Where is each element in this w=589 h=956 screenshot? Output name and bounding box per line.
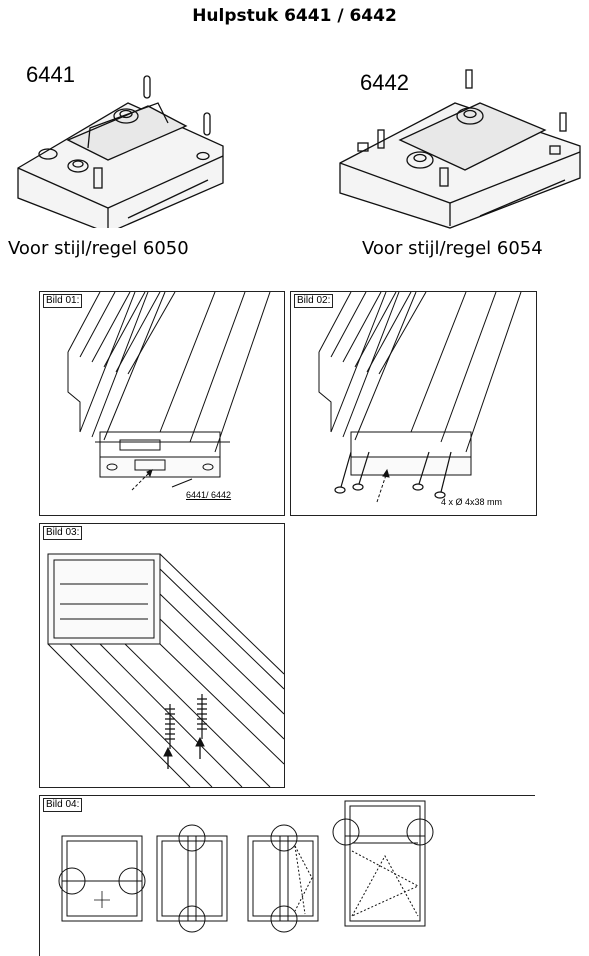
bild-01-note: 6441/ 6442: [186, 490, 232, 500]
part-6442-label: 6442: [360, 70, 409, 95]
bild-01-drawing: [67, 292, 271, 491]
part-6441-drawing: [17, 75, 224, 228]
bild-03-panel: Bild 03:: [39, 523, 285, 788]
bild-04-drawing: [58, 800, 434, 933]
bild-03-drawing: [47, 553, 284, 787]
part-6441-label: 6441: [26, 62, 75, 87]
bild-03-tag: Bild 03:: [43, 526, 83, 540]
page-title: Hulpstuk 6441 / 6442: [192, 6, 397, 26]
part-6442-drawing: [339, 69, 581, 229]
bild-04-tag: Bild 04:: [43, 798, 83, 812]
part-6442-caption: Voor stijl/regel 6054: [362, 238, 543, 259]
bild-02-drawing: [318, 292, 522, 503]
bild-01-panel: Bild 01: 6441/ 6442: [39, 291, 285, 516]
bild-02-tag: Bild 02:: [294, 294, 334, 308]
bild-04-panel: Bild 04:: [39, 795, 535, 956]
bild-01-tag: Bild 01:: [43, 294, 83, 308]
bild-02-panel: Bild 02: 4 x Ø 4x38 mm: [290, 291, 537, 516]
bild-02-note: 4 x Ø 4x38 mm: [441, 497, 503, 507]
part-6441-caption: Voor stijl/regel 6050: [8, 238, 189, 259]
